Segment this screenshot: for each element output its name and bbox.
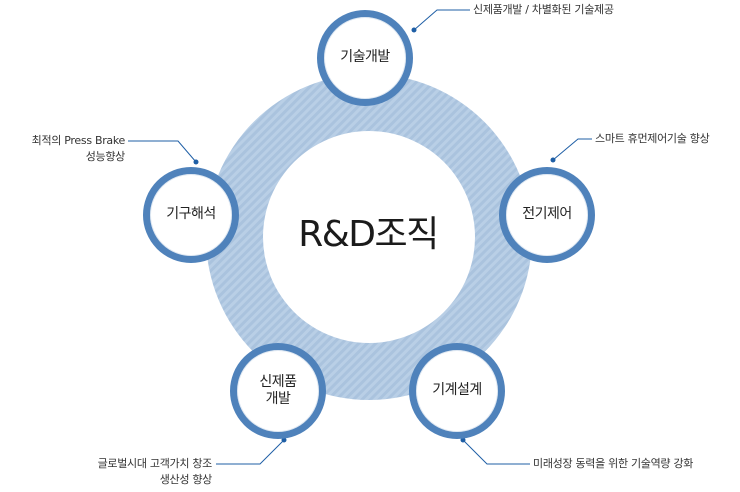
node-mechanical-design: 기계설계 (409, 343, 505, 439)
center-disc (263, 131, 475, 343)
connector-structure-analysis (128, 140, 197, 163)
node-structure-analysis: 기구해석 (143, 167, 239, 263)
node-label: 기구해석 (166, 206, 216, 223)
node-label: 신제품 개발 (259, 373, 297, 408)
connector-electric-control (552, 138, 592, 161)
note-mechanical-design: 미래성장 동력을 위한 기술역량 강화 (533, 457, 694, 470)
node-tech-development: 기술개발 (317, 10, 413, 106)
center-label: R&D조직 (298, 214, 439, 255)
connector-new-product (216, 439, 285, 465)
connector-dot (550, 157, 556, 163)
note-tech-development: 신제품개발 / 차별화된 기술제공 (473, 3, 614, 16)
note-structure-analysis: 최적의 Press Brake 성능향상 (31, 134, 126, 163)
node-label: 전기제어 (522, 206, 572, 223)
node-electric-control: 전기제어 (499, 167, 595, 263)
connector-dot (411, 27, 417, 33)
note-electric-control: 스마트 휴먼제어기술 향상 (595, 132, 710, 145)
node-label: 기계설계 (432, 382, 482, 399)
node-new-product-development: 신제품 개발 (230, 343, 326, 439)
connector-mech-design (462, 439, 530, 465)
connector-dot (193, 159, 199, 165)
connector-tech-dev (413, 9, 470, 31)
node-label: 기술개발 (340, 49, 390, 66)
note-new-product-development: 글로벌시대 고객가치 창조 생산성 향상 (97, 457, 213, 486)
